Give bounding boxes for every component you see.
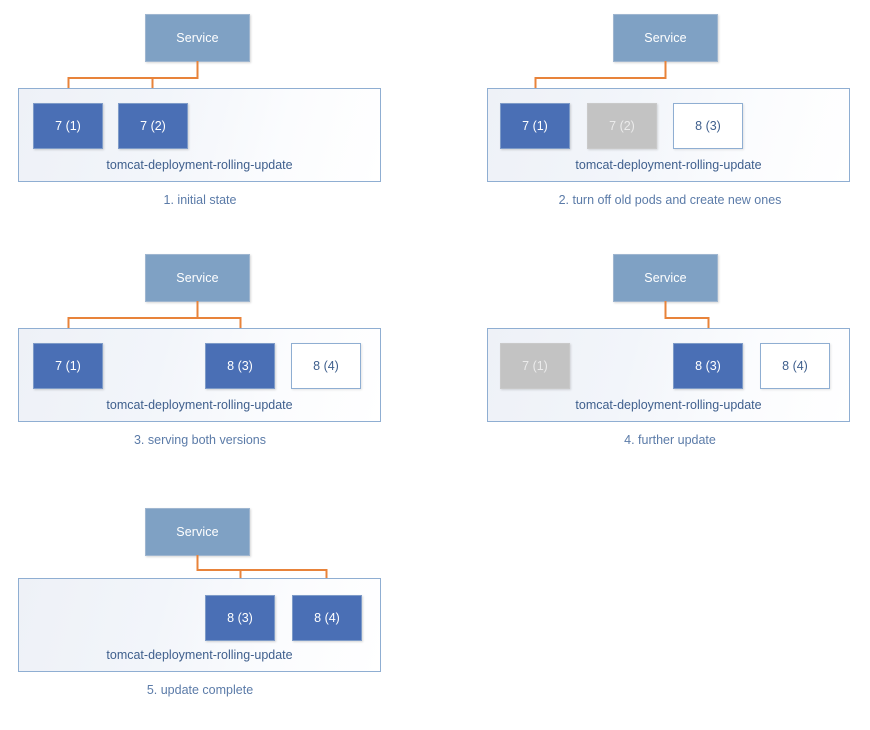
- pod-label: 8 (4): [314, 611, 340, 625]
- panel-turn-off-old-pods: Service tomcat-deployment-rolling-update…: [435, 0, 870, 240]
- service-label: Service: [644, 31, 687, 45]
- pod-label: 7 (1): [55, 119, 81, 133]
- service-label: Service: [176, 271, 219, 285]
- pod-label: 8 (3): [695, 359, 721, 373]
- panel-further-update: Service tomcat-deployment-rolling-update…: [435, 240, 870, 480]
- service-label: Service: [176, 525, 219, 539]
- pod-7-1[interactable]: 7 (1): [500, 103, 570, 149]
- panel-caption: 1. initial state: [163, 193, 237, 207]
- panel-caption: 3. serving both versions: [133, 433, 266, 447]
- deployment-container[interactable]: tomcat-deployment-rolling-update: [18, 578, 381, 672]
- pod-label: 8 (4): [782, 359, 808, 373]
- service-box[interactable]: Service: [145, 508, 250, 556]
- pod-7-1[interactable]: 7 (1): [33, 343, 103, 389]
- deployment-label: tomcat-deployment-rolling-update: [106, 648, 293, 662]
- pod-label: 7 (2): [140, 119, 166, 133]
- pod-label: 8 (3): [227, 611, 253, 625]
- pod-label: 7 (1): [522, 119, 548, 133]
- pod-7-2[interactable]: 7 (2): [587, 103, 657, 149]
- pod-8-4[interactable]: 8 (4): [291, 343, 361, 389]
- service-label: Service: [644, 271, 687, 285]
- panel-caption: 4. further update: [624, 433, 716, 447]
- pod-8-3[interactable]: 8 (3): [673, 343, 743, 389]
- service-box[interactable]: Service: [613, 14, 718, 62]
- deployment-label: tomcat-deployment-rolling-update: [106, 158, 293, 172]
- pod-8-3[interactable]: 8 (3): [205, 343, 275, 389]
- service-box[interactable]: Service: [145, 254, 250, 302]
- pod-label: 7 (1): [522, 359, 548, 373]
- service-label: Service: [176, 31, 219, 45]
- service-box[interactable]: Service: [145, 14, 250, 62]
- pod-8-4[interactable]: 8 (4): [292, 595, 362, 641]
- deployment-label: tomcat-deployment-rolling-update: [106, 398, 293, 412]
- deployment-label: tomcat-deployment-rolling-update: [575, 398, 762, 412]
- deployment-label: tomcat-deployment-rolling-update: [575, 158, 762, 172]
- pod-label: 8 (3): [227, 359, 253, 373]
- pod-label: 8 (4): [313, 359, 339, 373]
- pod-label: 8 (3): [695, 119, 721, 133]
- panel-update-complete: Service tomcat-deployment-rolling-update…: [0, 490, 435, 730]
- service-box[interactable]: Service: [613, 254, 718, 302]
- pod-8-3[interactable]: 8 (3): [205, 595, 275, 641]
- pod-7-1[interactable]: 7 (1): [33, 103, 103, 149]
- panel-serving-both-versions: Service tomcat-deployment-rolling-update…: [0, 240, 435, 480]
- panel-initial-state: Service tomcat-deployment-rolling-update…: [0, 0, 435, 240]
- panel-caption: 5. update complete: [146, 683, 254, 697]
- pod-7-2[interactable]: 7 (2): [118, 103, 188, 149]
- pod-label: 7 (1): [55, 359, 81, 373]
- pod-8-4[interactable]: 8 (4): [760, 343, 830, 389]
- pod-8-3[interactable]: 8 (3): [673, 103, 743, 149]
- panel-caption: 2. turn off old pods and create new ones: [558, 193, 782, 207]
- pod-label: 7 (2): [609, 119, 635, 133]
- pod-7-1[interactable]: 7 (1): [500, 343, 570, 389]
